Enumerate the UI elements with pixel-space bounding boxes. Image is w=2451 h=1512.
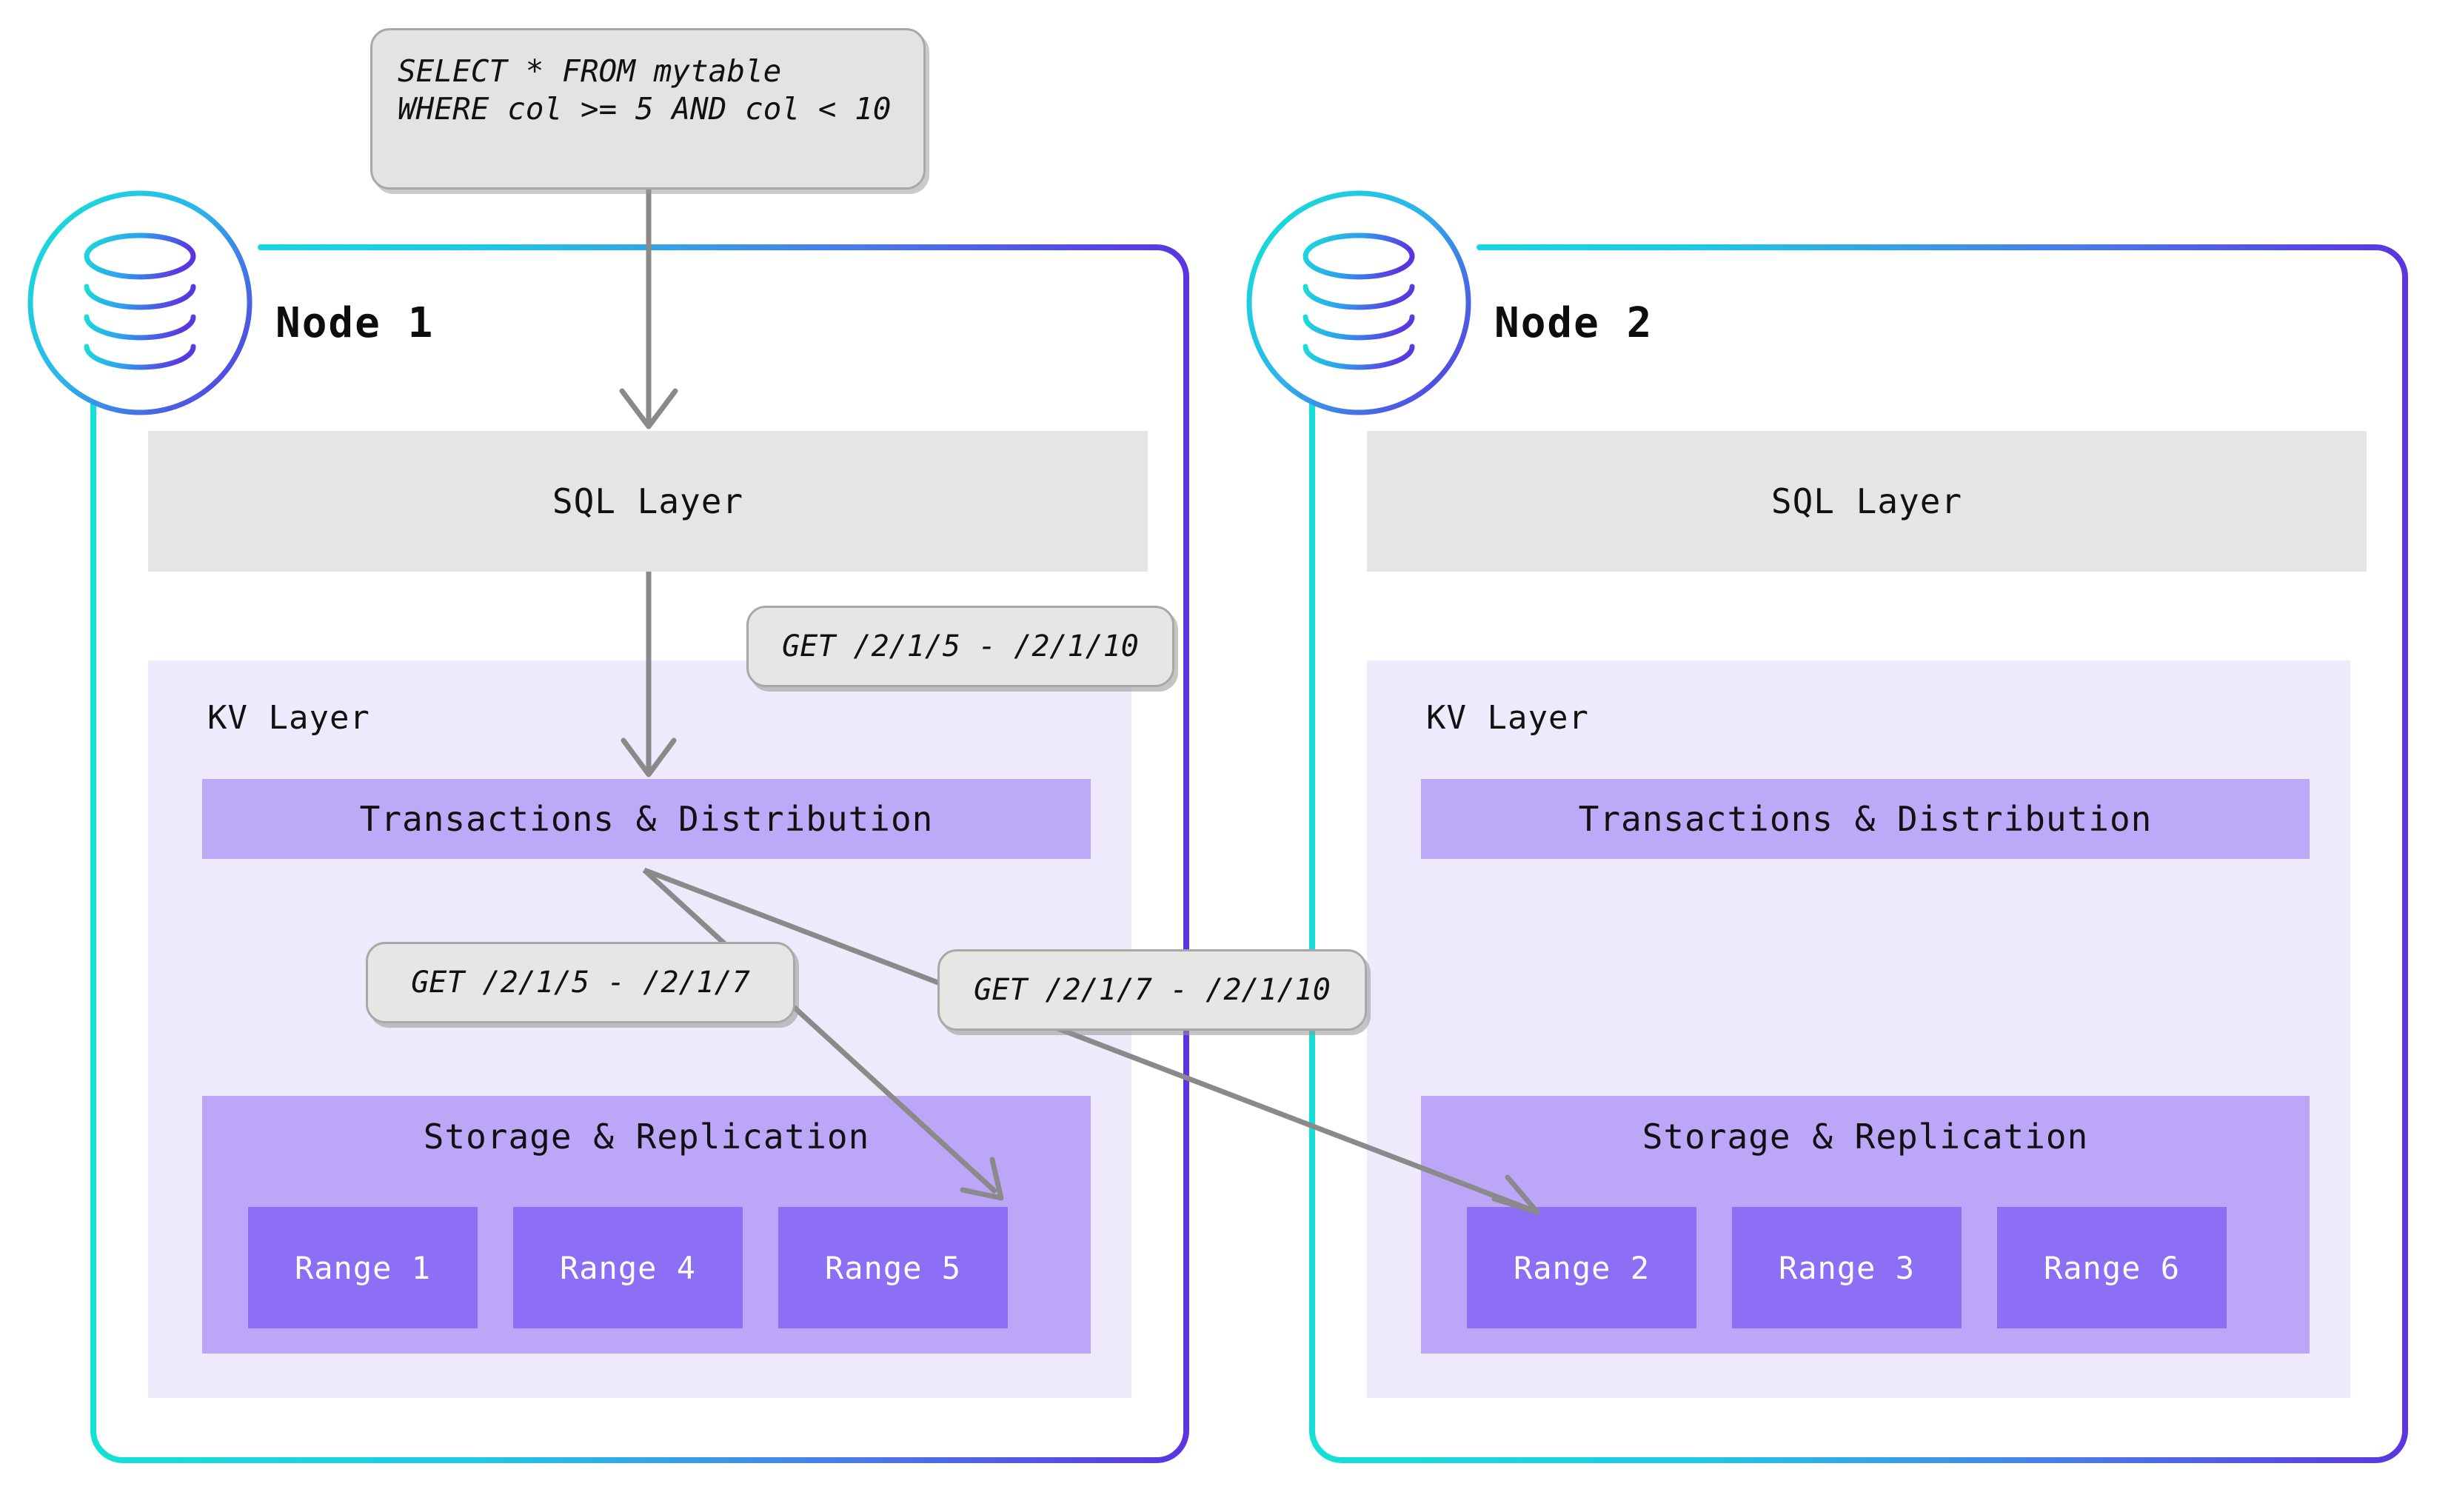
get-upper-range-callout: GET /2/1/7 - /2/1/10 [937,949,1367,1031]
node-1-transactions-bar: Transactions & Distribution [202,779,1091,859]
node-1-sql-layer: SQL Layer [148,431,1148,572]
node-1-transactions-label: Transactions & Distribution [359,799,934,839]
database-cylinder-icon [27,190,253,415]
node-1-title: Node 1 [275,299,435,347]
node-1-sql-layer-label: SQL Layer [552,481,744,521]
get-full-range-text: GET /2/1/5 - /2/1/10 [782,629,1139,663]
node-1-storage-panel: Storage & Replication Range 1 Range 4 Ra… [202,1096,1091,1354]
node-2-transactions-bar: Transactions & Distribution [1421,779,2310,859]
node-1-range-row: Range 1 Range 4 Range 5 [248,1207,1045,1328]
node-2-storage-panel: Storage & Replication Range 2 Range 3 Ra… [1421,1096,2310,1354]
node-2-range-row: Range 2 Range 3 Range 6 [1467,1207,2264,1328]
sql-query-line-1: SELECT * FROM mytable [398,53,782,89]
get-full-range-callout: GET /2/1/5 - /2/1/10 [746,606,1174,687]
sql-query-callout: SELECT * FROM mytable WHERE col >= 5 AND… [370,28,926,190]
node-2-storage-label: Storage & Replication [1642,1117,2089,1157]
range-box[interactable]: Range 5 [778,1207,1008,1328]
get-lower-range-text: GET /2/1/5 - /2/1/7 [411,966,750,1000]
node-2-sql-layer: SQL Layer [1367,431,2367,572]
node-1-storage-label: Storage & Replication [423,1117,870,1157]
database-cylinder-icon [1246,190,1471,415]
node-2-kv-layer: KV Layer Transactions & Distribution Sto… [1367,660,2350,1398]
get-lower-range-callout: GET /2/1/5 - /2/1/7 [366,942,795,1023]
node-2-transactions-label: Transactions & Distribution [1578,799,2153,839]
node-2-kv-layer-label: KV Layer [1426,699,1589,737]
sql-query-line-2: WHERE col >= 5 AND col < 10 [398,91,892,127]
node-2-title: Node 2 [1494,299,1653,347]
range-box[interactable]: Range 4 [513,1207,743,1328]
get-upper-range-text: GET /2/1/7 - /2/1/10 [974,973,1331,1007]
range-box[interactable]: Range 1 [248,1207,478,1328]
range-box[interactable]: Range 6 [1997,1207,2227,1328]
node-2-sql-layer-label: SQL Layer [1770,481,1963,521]
range-box[interactable]: Range 2 [1467,1207,1696,1328]
range-box[interactable]: Range 3 [1732,1207,1962,1328]
node-1-kv-layer-label: KV Layer [207,699,370,737]
